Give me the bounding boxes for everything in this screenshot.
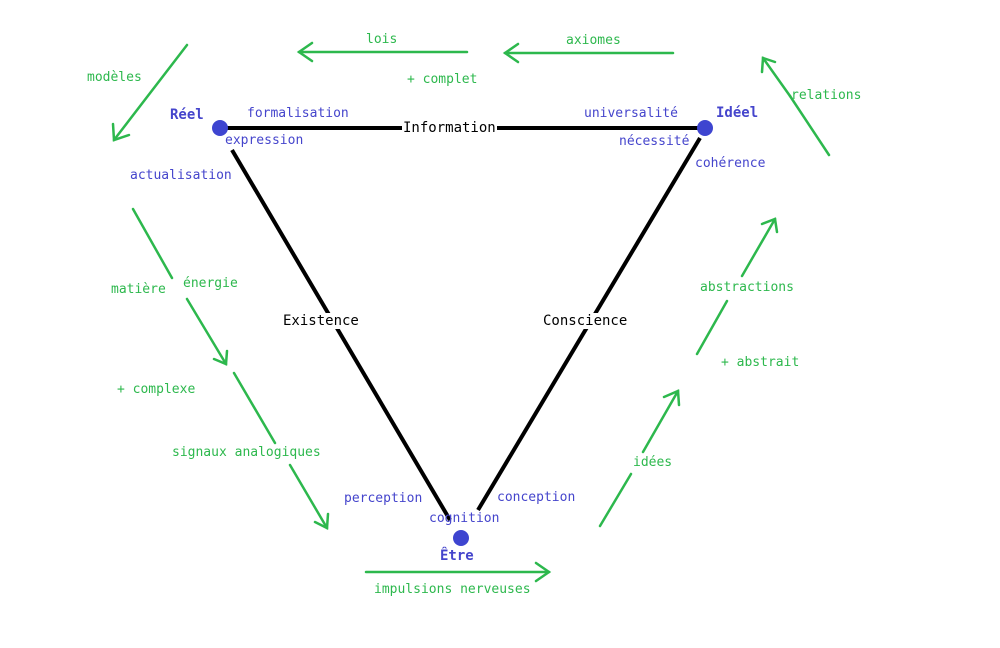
node-etre-label: Être	[440, 548, 474, 564]
label-modeles: modèles	[87, 70, 142, 85]
label-idees: idées	[633, 455, 673, 470]
label-matiere: matière	[111, 282, 166, 297]
arrow-axiomes	[502, 42, 675, 64]
label-relations: relations	[791, 88, 862, 103]
arrow-modeles	[111, 43, 189, 142]
label-cognition: cognition	[429, 511, 500, 526]
label-universalite: universalité	[584, 106, 678, 121]
label-perception: perception	[344, 491, 423, 506]
label-abstractions: abstractions	[700, 280, 794, 295]
edge-conscience-label: Conscience	[542, 313, 629, 329]
node-reel-dot	[212, 120, 228, 136]
label-coherence: cohérence	[695, 156, 766, 171]
label-plus-abstrait: + abstrait	[721, 355, 800, 370]
arrow-lois	[296, 41, 469, 63]
label-necessite: nécessité	[619, 134, 690, 149]
arrow-impulsions	[364, 561, 552, 583]
edge-existence-label: Existence	[282, 313, 360, 329]
edge-information-label: Information	[402, 120, 497, 136]
node-etre-dot	[453, 530, 469, 546]
node-ideel-label: Idéel	[716, 105, 759, 121]
label-axiomes: axiomes	[566, 33, 621, 48]
label-plus-complexe: + complexe	[117, 382, 196, 397]
label-impulsions-nerveuses: impulsions nerveuses	[374, 582, 531, 597]
label-expression: expression	[225, 133, 304, 148]
label-energie: énergie	[183, 276, 238, 291]
label-signaux-analogiques: signaux analogiques	[172, 445, 321, 460]
label-lois: lois	[366, 32, 398, 47]
label-plus-complet: + complet	[407, 72, 478, 87]
edge-existence	[230, 148, 452, 522]
arrow-relations	[760, 56, 831, 157]
arrow-matiere-energie	[131, 207, 229, 366]
label-conception: conception	[497, 490, 576, 505]
node-ideel-dot	[697, 120, 713, 136]
arrow-idees	[598, 389, 681, 528]
arrow-abstractions	[695, 217, 779, 356]
node-reel-label: Réel	[170, 107, 204, 123]
arrow-signaux	[232, 371, 330, 530]
label-formalisation: formalisation	[247, 106, 349, 121]
label-actualisation: actualisation	[130, 168, 232, 183]
